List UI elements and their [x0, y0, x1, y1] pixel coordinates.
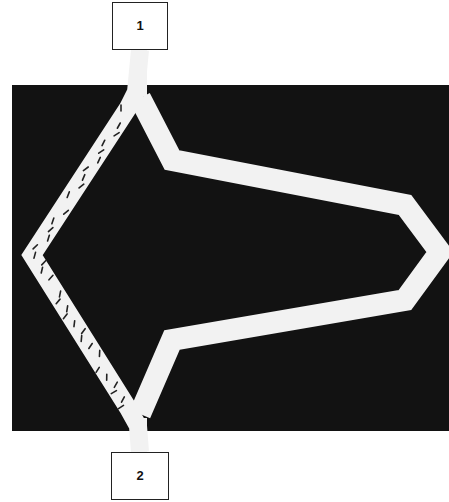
particle-dash	[79, 184, 84, 188]
right-channel	[140, 98, 440, 414]
port-number: 1	[136, 19, 143, 33]
particle-dash	[66, 306, 69, 312]
particle-dash	[83, 167, 88, 171]
left-channel	[32, 50, 140, 452]
particle-dash	[98, 157, 101, 162]
port-box: 1	[112, 2, 168, 50]
particle-dash	[114, 382, 117, 387]
particle-dash	[99, 150, 104, 153]
port-box: 2	[111, 452, 169, 500]
particle-dash	[63, 314, 67, 319]
particle-dash	[64, 210, 69, 214]
particle-dash	[111, 391, 116, 394]
particle-dash	[102, 140, 105, 145]
particle-dash	[52, 218, 54, 224]
neck-stub	[133, 50, 147, 452]
particle-dash	[114, 133, 119, 136]
particle-dash	[80, 336, 82, 342]
particle-dash	[120, 105, 122, 111]
particle-dash	[117, 123, 120, 128]
particle-dash	[33, 245, 37, 249]
particle-dash	[56, 299, 60, 304]
port-number: 2	[136, 469, 143, 483]
particle-dash	[99, 350, 101, 356]
particle-dash	[48, 235, 50, 241]
particle-dash	[67, 192, 69, 198]
particle-dash	[106, 374, 108, 380]
particle-dash	[73, 321, 75, 327]
particle-dash	[82, 175, 84, 181]
particle-dash	[34, 252, 36, 258]
particle-dash	[59, 291, 60, 297]
particle-dash	[41, 267, 42, 273]
particle-dash	[122, 397, 125, 402]
dark-ground	[12, 85, 449, 431]
particle-dash	[49, 275, 53, 279]
particle-dash	[42, 261, 46, 265]
particle-dash	[82, 329, 86, 334]
particle-dash	[89, 344, 92, 349]
particle-dash	[48, 228, 52, 232]
particle-dash	[118, 405, 123, 408]
particle-dash	[96, 367, 99, 372]
